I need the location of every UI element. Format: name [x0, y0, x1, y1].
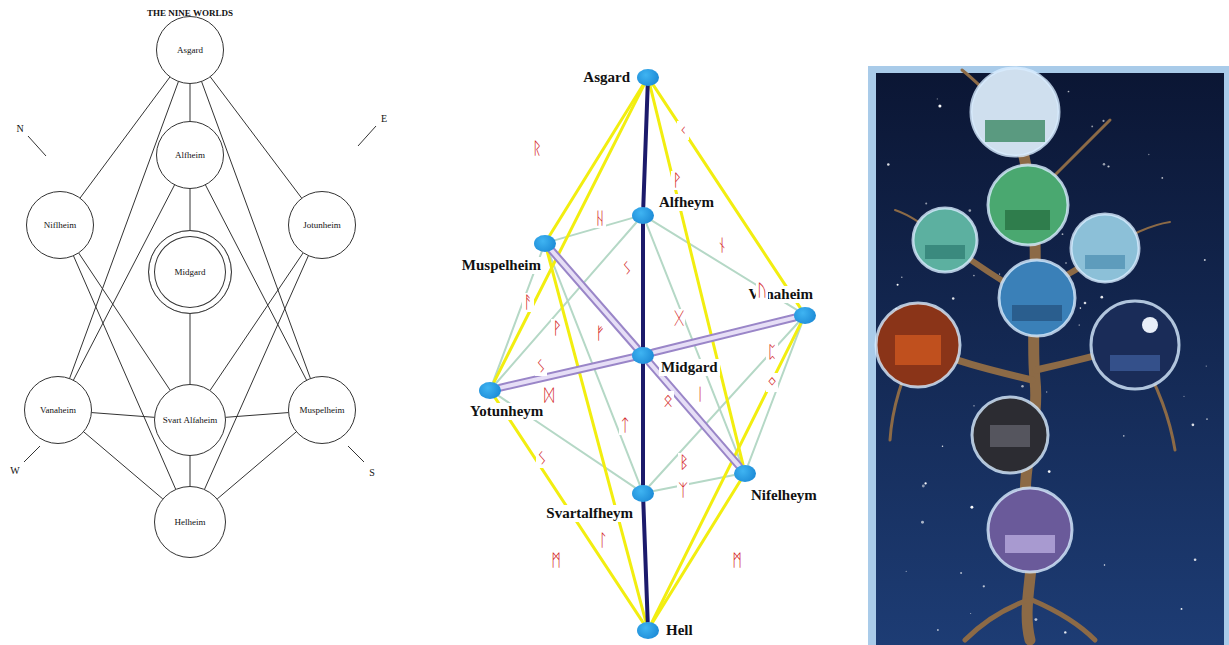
world-label: Hell [664, 622, 695, 639]
rune: ᛈ [766, 343, 778, 362]
blue-connector [643, 502, 647, 622]
compass-letter: E [381, 113, 387, 124]
rune: ᚷ [673, 309, 685, 328]
world-name: Asgard [177, 45, 203, 56]
world-circle: Jotunheim [288, 191, 356, 259]
black-connector [190, 456, 191, 486]
world-circle: Niflheim [26, 191, 94, 259]
black-connector [211, 77, 302, 198]
rune: ᛏ [619, 416, 631, 435]
rune: ᛉ [677, 481, 689, 500]
world-dot: Muspelheim [534, 235, 556, 252]
world-circle: Vanaheim [24, 376, 92, 444]
rune: ᚠ [594, 324, 606, 343]
purple-connector [649, 362, 739, 466]
yellow-connector [652, 323, 801, 622]
rune: ᛒ [678, 453, 690, 472]
compass-letter: W [10, 465, 19, 476]
yellow-connector [650, 85, 743, 464]
rune: ᚺ [594, 209, 606, 228]
rune: ᚹ [551, 319, 563, 338]
black-connector [92, 413, 154, 418]
world-label: Svartalfheym [544, 505, 635, 522]
world-circle: Helheim [154, 486, 226, 558]
world-name: Helheim [175, 517, 206, 528]
world-double-circle: Midgard [148, 230, 232, 314]
yellow-connector [550, 85, 643, 236]
rune: ᚲ [677, 121, 689, 140]
world-label: Yotunheym [468, 403, 545, 420]
rune: ᚨ [522, 293, 534, 312]
world-dot: Alfheym [632, 207, 654, 224]
rune: ᛞ [543, 386, 555, 405]
black-connector [80, 77, 169, 197]
rune: ᛜ [766, 373, 778, 392]
black-connector [190, 189, 191, 230]
blue-connector [643, 86, 647, 207]
black-connector [84, 432, 163, 499]
black-connector [190, 314, 191, 384]
yellow-connector [495, 398, 643, 623]
purple-connector [551, 250, 637, 348]
purple-connector [501, 357, 633, 387]
world-label: Midgard [659, 359, 720, 376]
world-label: Asgard [581, 69, 632, 86]
world-label: Nifelheym [749, 487, 819, 504]
world-label: Muspelheim [460, 257, 543, 274]
rune: ᛊ [536, 449, 548, 468]
rune: ᛗ [550, 551, 562, 570]
world-circle: Asgard [156, 16, 224, 84]
green-connector [748, 323, 802, 465]
yellow-connector [653, 481, 741, 623]
rune: ᚹ [671, 171, 683, 190]
rune: ᚢ [756, 281, 768, 300]
world-name: Alfheim [175, 150, 205, 161]
world-name: Jotunheim [303, 220, 341, 231]
world-circle: Svart Alfaheim [154, 384, 226, 456]
world-dot: Midgard [632, 347, 654, 364]
yellow-connector [653, 85, 800, 308]
world-name: Muspelheim [300, 405, 345, 416]
tree-painting [868, 66, 1229, 645]
rune: ᛟ [662, 391, 674, 410]
world-dot: Hell [637, 622, 659, 639]
world-circle: Muspelheim [288, 376, 356, 444]
world-dot: Yotunheym [479, 382, 501, 399]
black-connector [218, 432, 297, 499]
world-dot: Nifelheym [734, 465, 756, 482]
world-name: Svart Alfaheim [163, 415, 218, 426]
world-name: Midgard [175, 267, 206, 278]
rune: ᛗ [731, 551, 743, 570]
world-label: Alfheym [657, 194, 716, 211]
rune: ᚱ [531, 139, 543, 158]
blue-connector [643, 224, 644, 347]
black-connector [226, 413, 288, 418]
blue-connector [643, 364, 644, 485]
compass-letter: S [369, 467, 375, 478]
world-dot: Svartalfheym [632, 485, 654, 502]
black-connector [190, 84, 191, 121]
world-name: Vanaheim [40, 405, 76, 416]
rune: ᛊ [621, 259, 633, 278]
world-circle: Alfheim [156, 121, 224, 189]
world-name: Niflheim [44, 220, 77, 231]
rune: ᛚ [597, 531, 609, 550]
world-dot: Asgard [637, 69, 659, 86]
rune: ᛊ [535, 357, 547, 376]
compass-letter: N [16, 123, 23, 134]
world-dot: Vanaheim [794, 307, 816, 324]
rune: ᛁ [694, 385, 706, 404]
rune: ᚾ [716, 236, 728, 255]
